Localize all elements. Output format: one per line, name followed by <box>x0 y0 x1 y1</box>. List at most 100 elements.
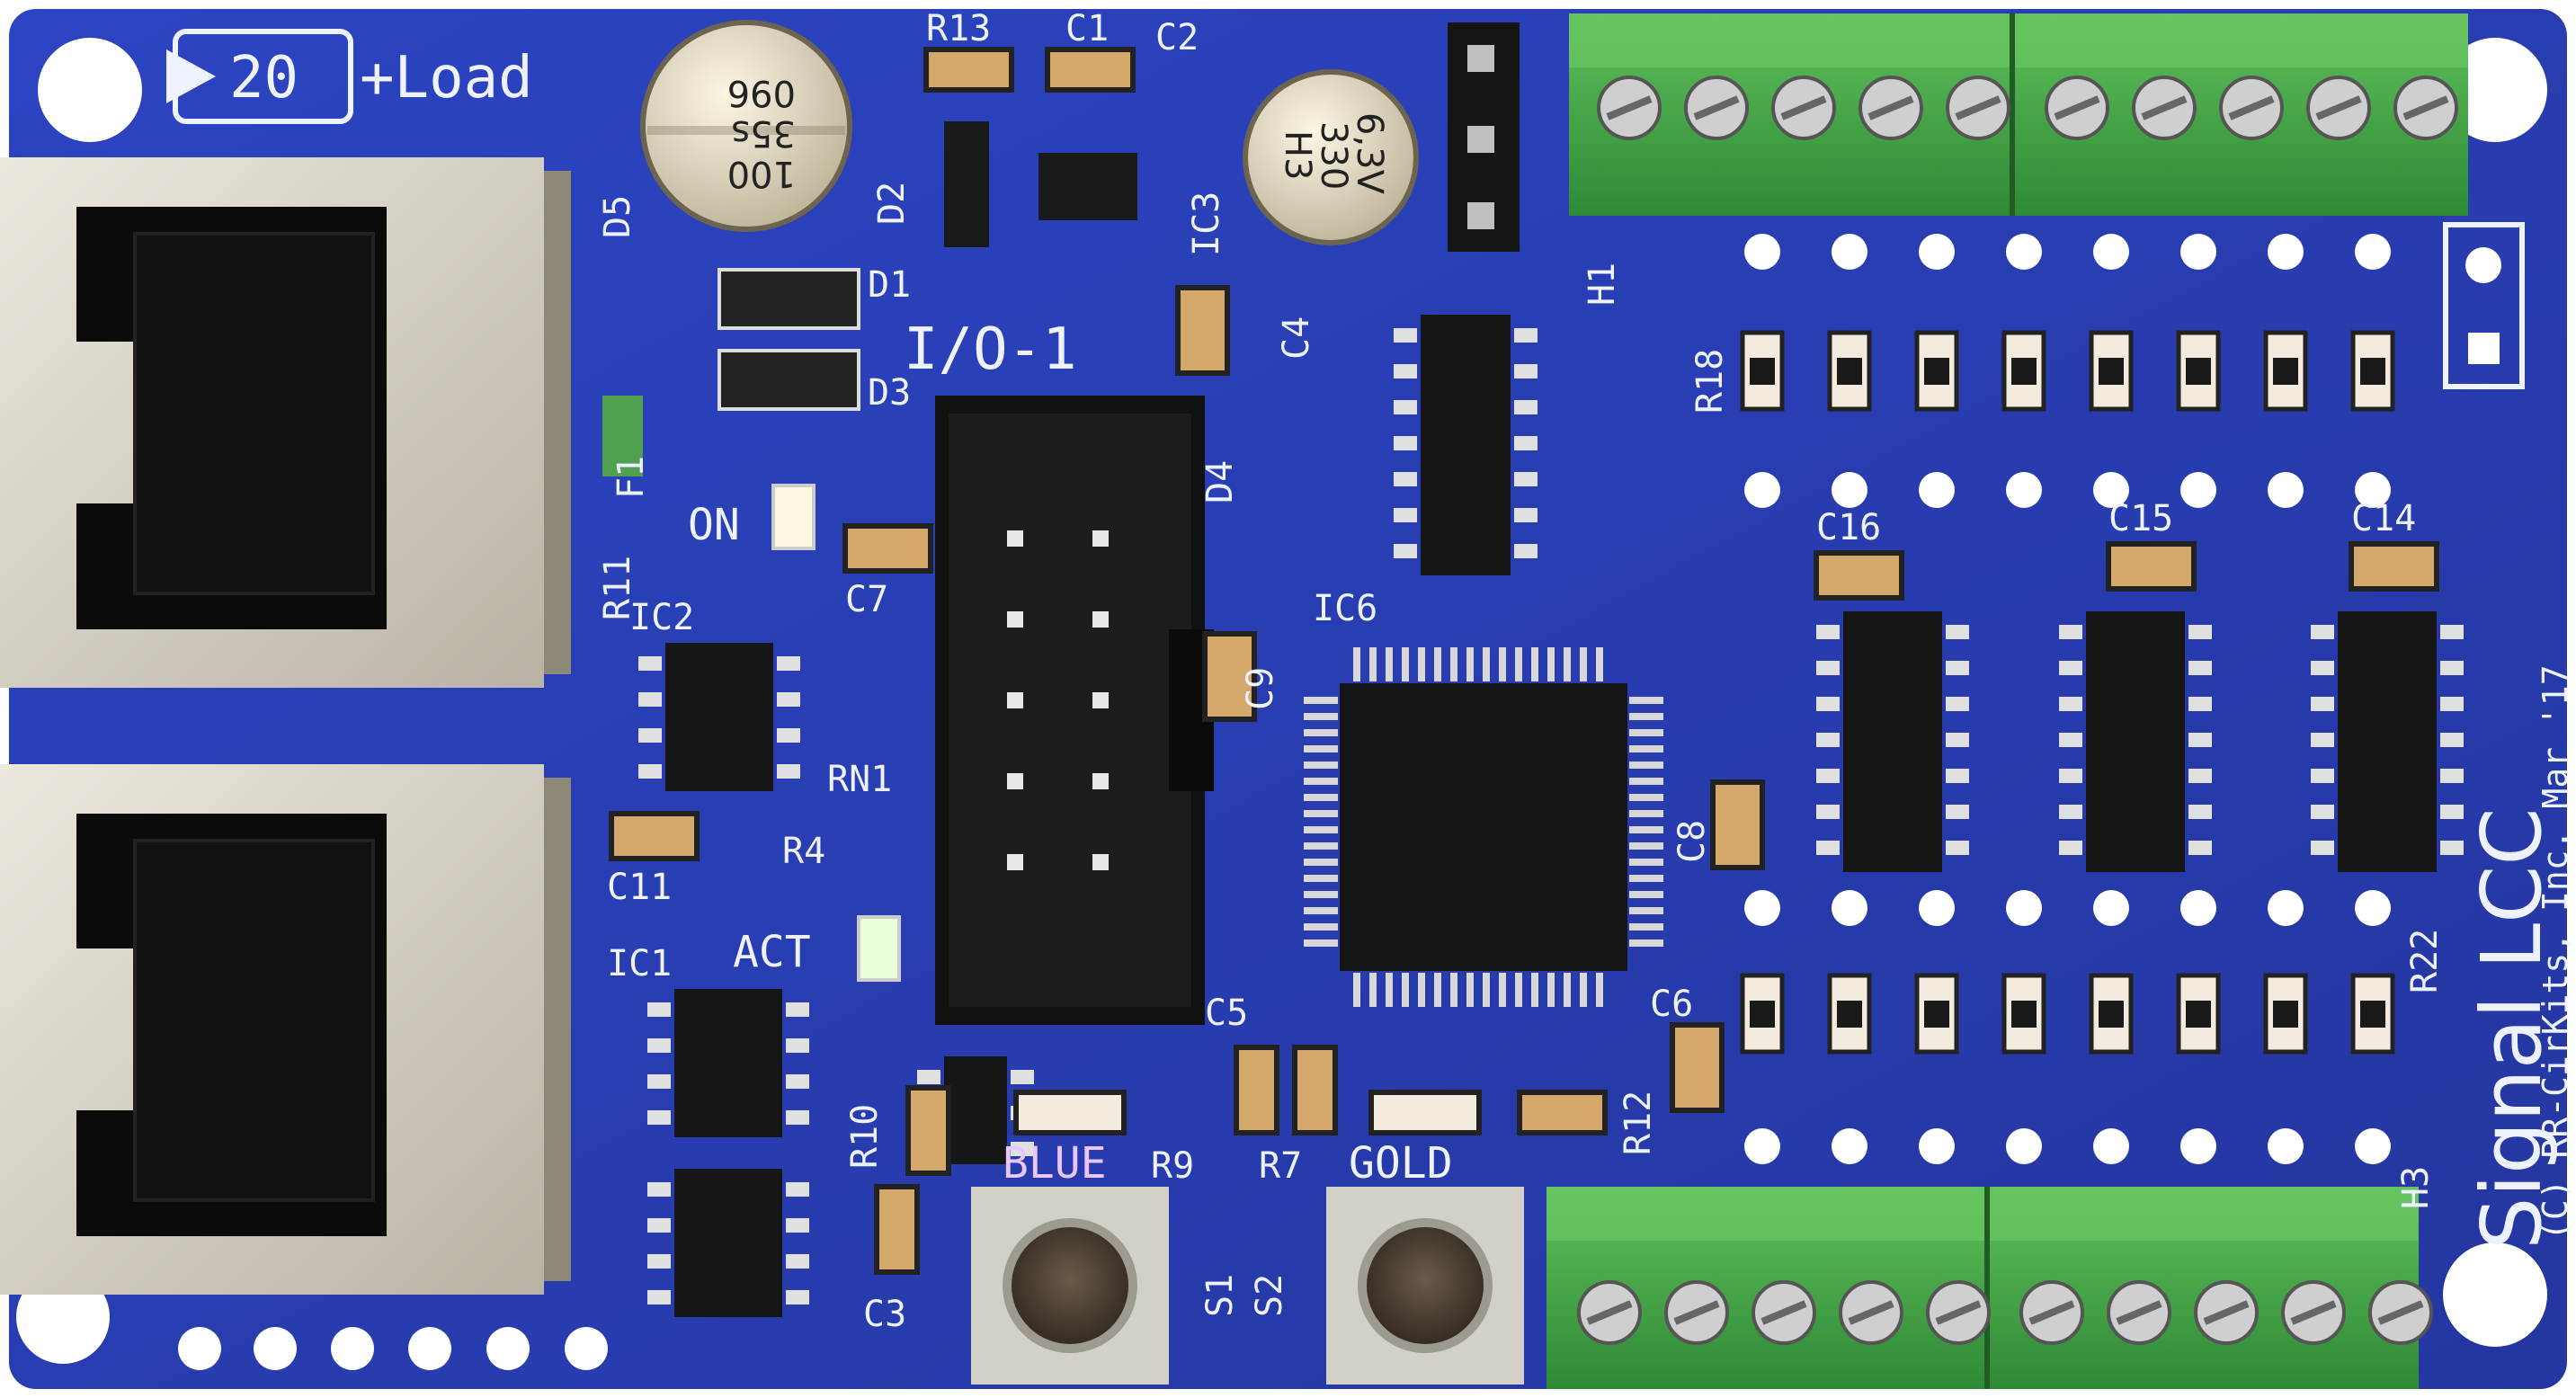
label-s1: S1 <box>1199 1274 1241 1317</box>
cap-left-line-3: 096 <box>727 72 796 113</box>
terminal-screw <box>2045 76 2109 140</box>
cap-right-line-1: 6,3V <box>1349 112 1390 195</box>
label-c14: C14 <box>2351 498 2416 539</box>
label-c11: C11 <box>607 867 672 908</box>
rj45-jack-bottom <box>0 764 571 1295</box>
label-r22: R22 <box>2404 929 2446 993</box>
resistor <box>2350 234 2395 508</box>
resistor <box>2263 234 2308 508</box>
label-f1: F1 <box>611 456 652 499</box>
label-c8: C8 <box>1671 820 1713 863</box>
led-act <box>857 915 901 982</box>
resistor <box>2001 234 2046 508</box>
label-c9: C9 <box>1240 667 1281 710</box>
terminal-screw <box>1839 1280 1903 1345</box>
soic-chip <box>647 1169 809 1317</box>
terminal-screw <box>2368 1280 2433 1345</box>
terminal-screw <box>2219 76 2284 140</box>
label-c2: C2 <box>1155 17 1199 58</box>
soic-chip <box>1394 315 1538 575</box>
resistor <box>2263 890 2308 1164</box>
capacitor-electrolytic-right <box>1243 69 1419 245</box>
label-d2: D2 <box>871 182 913 225</box>
resistor <box>2089 890 2134 1164</box>
label-r7: R7 <box>1259 1145 1302 1187</box>
capacitor-electrolytic-left <box>640 20 852 232</box>
soic-chip <box>2311 611 2464 872</box>
resistor <box>2176 234 2221 508</box>
idc-header <box>935 396 1214 1025</box>
label-h3: H3 <box>2395 1166 2437 1209</box>
label-r4: R4 <box>782 831 825 872</box>
terminal-screw <box>1752 1280 1816 1345</box>
resistor <box>1740 890 1785 1164</box>
label-on: ON <box>688 500 740 550</box>
label-c3: C3 <box>863 1294 906 1335</box>
label-d4: D4 <box>1199 460 1241 503</box>
soic-chip <box>1816 611 1969 872</box>
soic-chip <box>647 989 809 1137</box>
terminal-screw <box>1771 76 1836 140</box>
terminal-screw <box>2393 76 2458 140</box>
terminal-screw <box>2281 1280 2346 1345</box>
resistor <box>1827 890 1872 1164</box>
resistor <box>1740 234 1785 508</box>
resistor <box>2176 890 2221 1164</box>
terminal-screws-top <box>1597 76 2458 140</box>
label-r10: R10 <box>844 1104 886 1169</box>
label-c7: C7 <box>845 579 888 620</box>
terminal-screw <box>1858 76 1923 140</box>
header-pads <box>178 1327 608 1370</box>
cap-left-line-2: 35s <box>731 112 796 154</box>
cap-right-marking: 6,3V 330 H3 <box>1277 112 1390 195</box>
arrow-icon <box>166 49 216 103</box>
rj45-jack-top <box>0 157 571 688</box>
terminal-screw <box>1946 76 2010 140</box>
terminal-screw <box>1926 1280 1991 1345</box>
resistor <box>1914 234 1959 508</box>
soic-chip <box>2059 611 2212 872</box>
label-c6: C6 <box>1650 984 1693 1025</box>
three-pin-header <box>1448 22 1520 252</box>
resistor <box>1914 890 1959 1164</box>
resistor <box>2001 890 2046 1164</box>
terminal-screw <box>1577 1280 1642 1345</box>
label-ic1: IC1 <box>607 943 672 984</box>
label-c4: C4 <box>1276 316 1317 360</box>
board-copyright: (C) RR-CirKits, Inc. Mar '17 <box>2536 664 2575 1241</box>
label-blue: BLUE <box>1003 1138 1107 1189</box>
cap-right-line-2: 330 <box>1313 121 1354 190</box>
label-io1: I/O-1 <box>904 316 1077 383</box>
label-r13: R13 <box>926 8 991 49</box>
label-ic2: IC2 <box>629 597 694 638</box>
led-on <box>771 484 816 550</box>
resistor <box>2089 234 2134 508</box>
cap-left-marking: 100 35s 096 <box>727 72 796 194</box>
label-d3: D3 <box>868 372 911 414</box>
terminal-screw <box>2194 1280 2259 1345</box>
label-c5: C5 <box>1205 993 1248 1034</box>
label-d5: D5 <box>597 195 638 238</box>
switch-blue-body <box>971 1187 1169 1385</box>
label-r11: R11 <box>597 556 638 620</box>
board-title: Signal LCC <box>2464 807 2560 1250</box>
label-c16: C16 <box>1816 507 1881 548</box>
label-c1: C1 <box>1065 8 1109 49</box>
label-r18: R18 <box>1689 349 1731 414</box>
label-ic6: IC6 <box>1313 588 1377 629</box>
label-r12: R12 <box>1618 1091 1659 1155</box>
resistor <box>1827 234 1872 508</box>
smd-passives <box>602 47 2439 1275</box>
terminal-screw <box>2306 76 2371 140</box>
terminal-screw <box>1597 76 1662 140</box>
label-act: ACT <box>733 927 811 977</box>
terminal-screw <box>1664 1280 1729 1345</box>
label-r9: R9 <box>1151 1145 1194 1187</box>
soic-chip <box>638 643 800 791</box>
terminal-screw <box>2132 76 2197 140</box>
label-h1: H1 <box>1582 263 1623 306</box>
cap-left-line-1: 100 <box>727 153 796 194</box>
terminal-screw <box>2019 1280 2084 1345</box>
cap-right-line-3: H3 <box>1277 130 1318 181</box>
